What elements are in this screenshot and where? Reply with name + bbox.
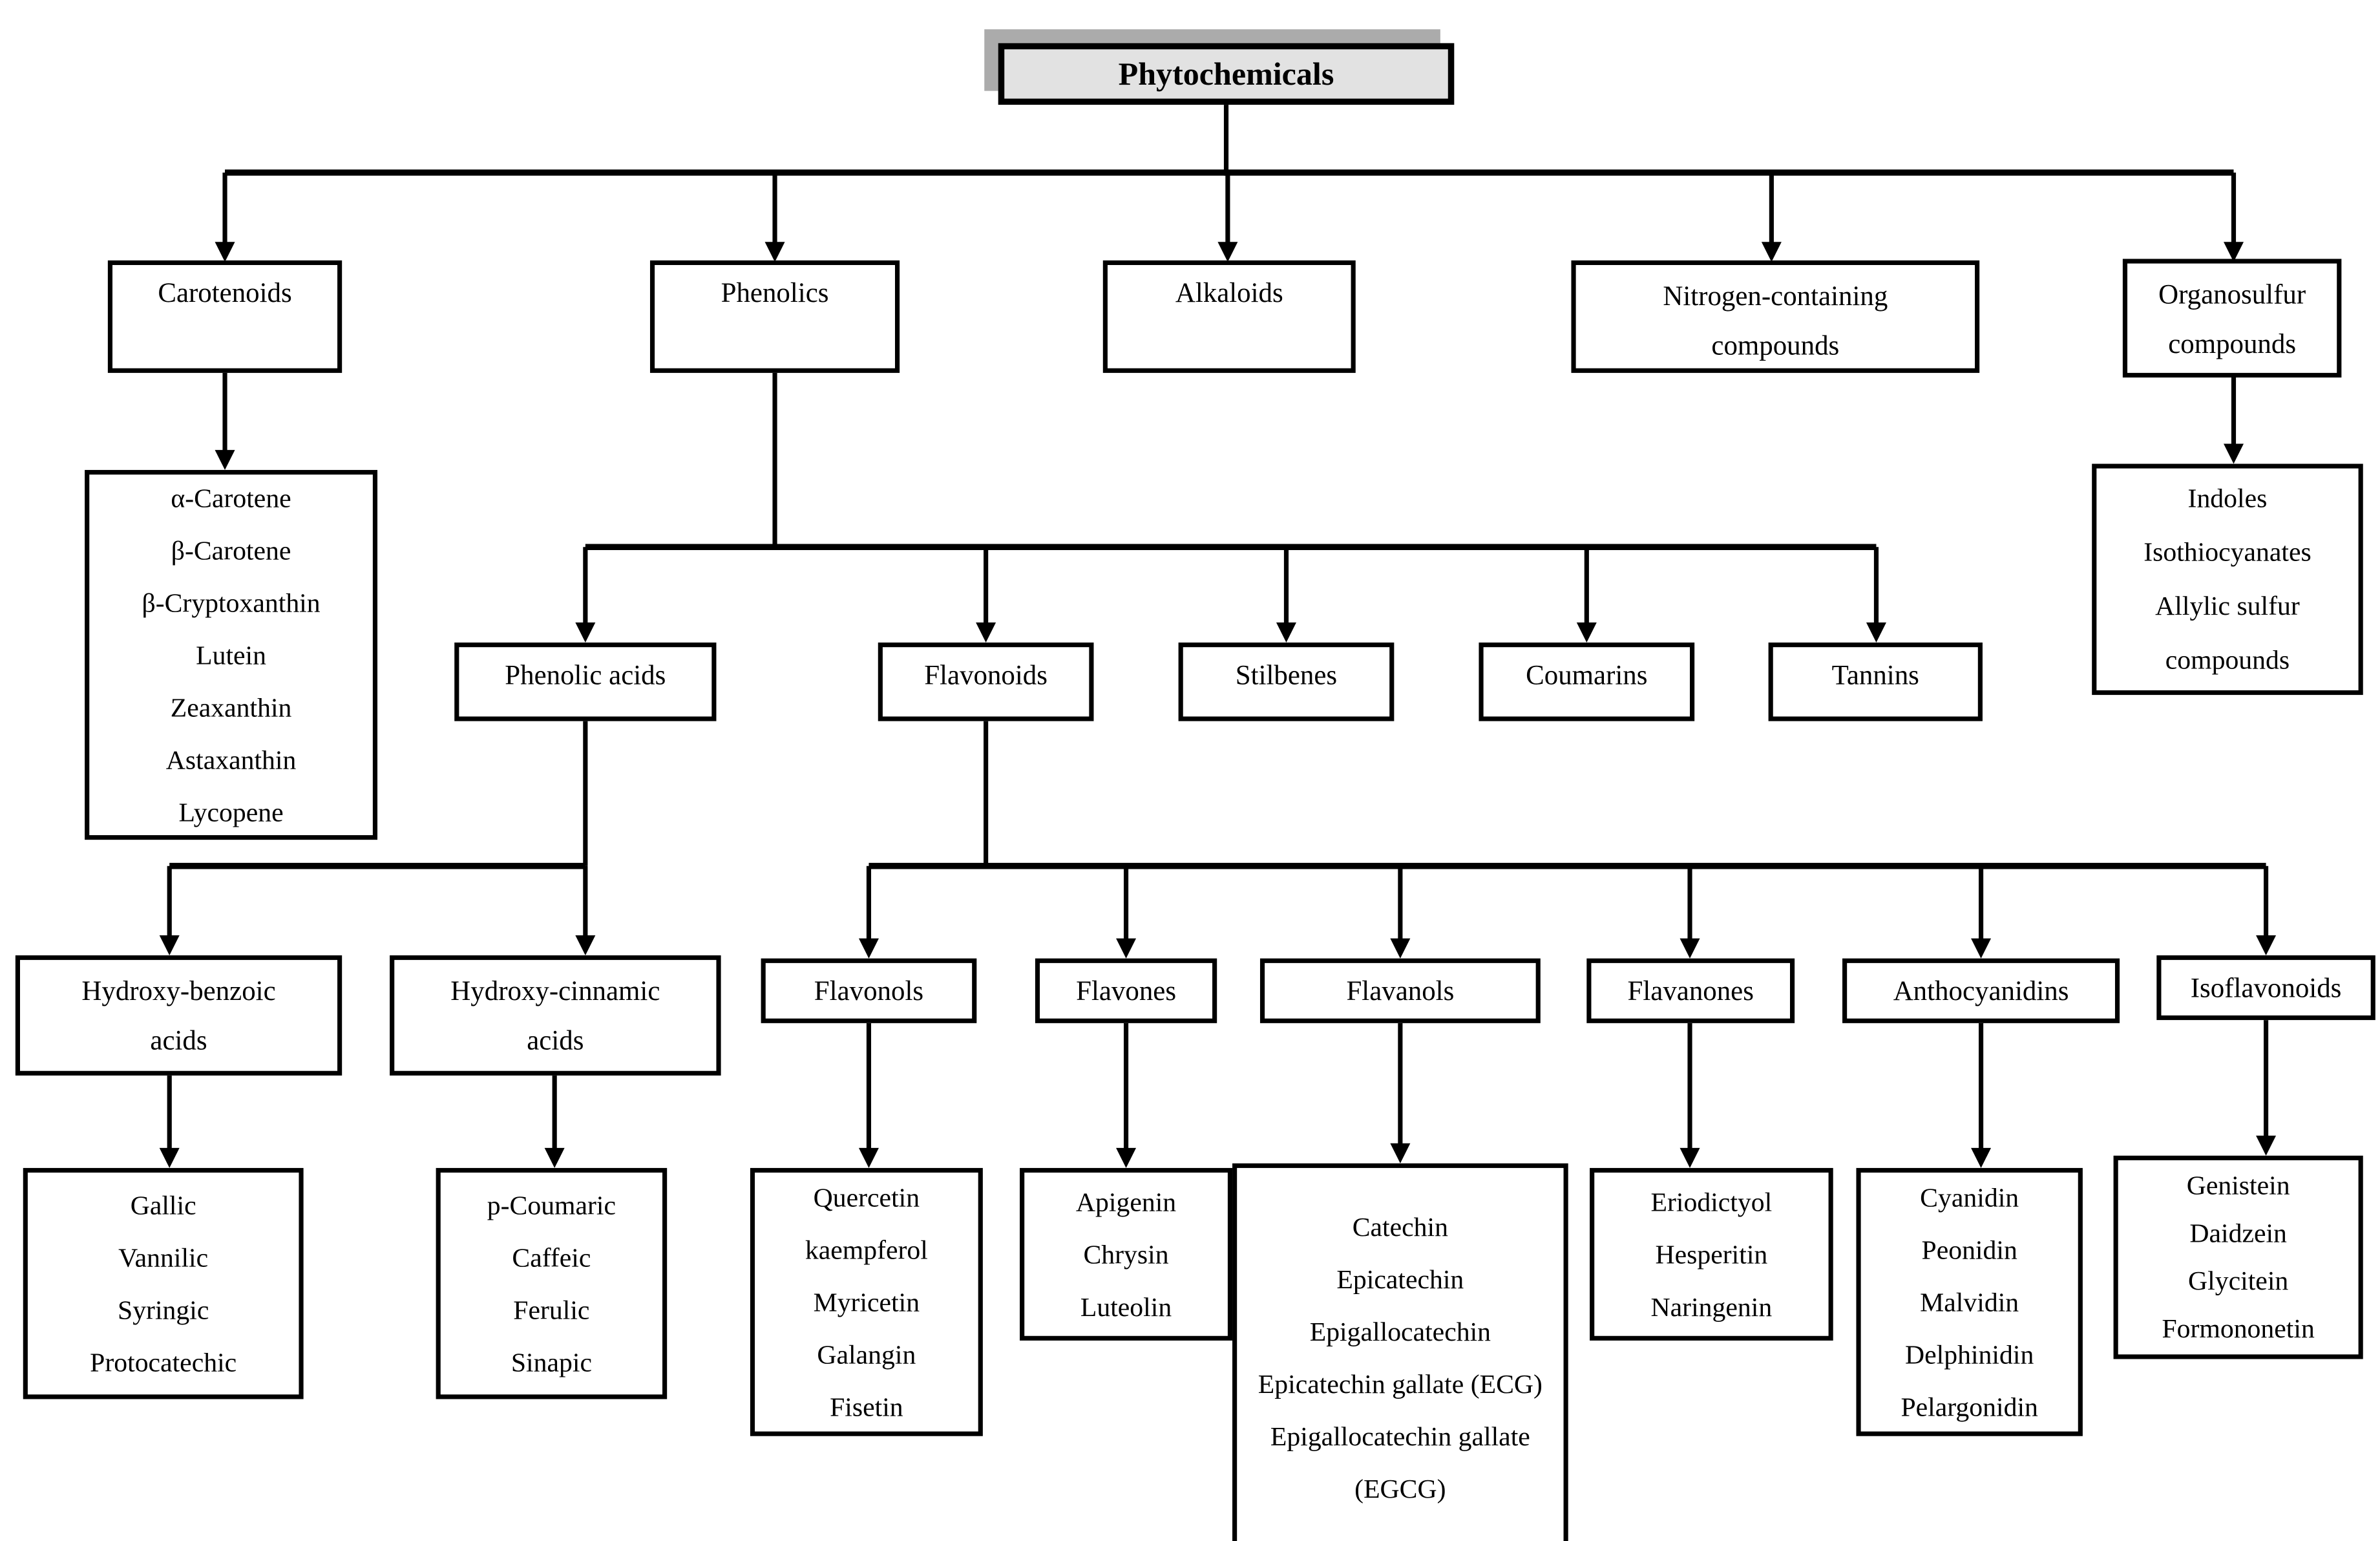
list-item: Allylic sulfur compounds xyxy=(2155,590,2300,675)
root-node-phytochemicals: Phytochemicals xyxy=(998,43,1455,105)
list-item: Glycitein xyxy=(2188,1265,2289,1296)
node-anthocyanidins: Anthocyanidins xyxy=(1842,958,2120,1023)
list-item: Astaxanthin xyxy=(165,744,297,776)
list-item: Eriodictyol xyxy=(1650,1186,1773,1218)
node-isoflavonoids: Isoflavonoids xyxy=(2156,955,2375,1021)
list-item: Epicatechin gallate (ECG) xyxy=(1258,1368,1543,1399)
list-item: α-Carotene xyxy=(171,482,291,513)
node-flavanols: Flavanols xyxy=(1259,958,1541,1023)
list-item: Caffeic xyxy=(512,1242,591,1273)
list-item: Pelargonidin xyxy=(1901,1391,2038,1423)
list-item: β-Cryptoxanthin xyxy=(142,587,321,618)
node-phenolic-acids: Phenolic acids xyxy=(454,643,717,721)
node-flavanones: Flavanones xyxy=(1586,958,1795,1023)
list-item: Peonidin xyxy=(1921,1234,2017,1266)
list-item: Syringic xyxy=(117,1294,209,1326)
node-hydroxy-benzoic-acids: Hydroxy-benzoic acids xyxy=(15,955,342,1076)
list-item: Epigallocatechin xyxy=(1309,1315,1491,1347)
list-item: Delphinidin xyxy=(1905,1339,2034,1370)
node-phenolics: Phenolics xyxy=(649,260,900,373)
node-coumarins: Coumarins xyxy=(1479,643,1695,721)
node-carotenoids: Carotenoids xyxy=(107,260,342,373)
list-item: Sinapic xyxy=(511,1346,592,1378)
node-stilbenes: Stilbenes xyxy=(1178,643,1395,721)
list-item: Lycopene xyxy=(178,796,284,828)
list-item: Indoles xyxy=(2187,482,2268,513)
node-flavones: Flavones xyxy=(1035,958,1217,1023)
list-item: Protocatechic xyxy=(90,1346,237,1378)
node-tannins: Tannins xyxy=(1768,643,1983,721)
list-item: kaempferol xyxy=(805,1234,928,1266)
node-flavonols: Flavonols xyxy=(761,958,977,1023)
list-item: Galangin xyxy=(817,1339,916,1370)
list-item: Epicatechin xyxy=(1336,1263,1464,1295)
list-item: Gallic xyxy=(130,1189,196,1220)
list-item: Naringenin xyxy=(1650,1291,1773,1323)
node-alkaloids: Alkaloids xyxy=(1102,260,1356,373)
list-item: Epigallocatechin gallate (EGCG) xyxy=(1270,1420,1530,1504)
node-nitrogen-containing-compounds: Nitrogen-containing compounds xyxy=(1571,260,1980,373)
list-item: Hesperitin xyxy=(1655,1238,1768,1270)
list-item: Daidzein xyxy=(2189,1217,2287,1248)
list-item: Chrysin xyxy=(1083,1238,1169,1270)
list-item: Luteolin xyxy=(1080,1291,1172,1323)
list-item: Vannilic xyxy=(118,1242,209,1273)
list-item: Quercetin xyxy=(813,1182,920,1213)
list-item: Ferulic xyxy=(513,1294,590,1326)
list-item: Formononetin xyxy=(2162,1312,2315,1344)
list-item: Genistein xyxy=(2186,1169,2290,1200)
diagram-title: Phytochemicals xyxy=(1118,55,1334,92)
list-item: Cyanidin xyxy=(1920,1182,2019,1213)
list-item: Apigenin xyxy=(1075,1186,1177,1218)
list-item: Fisetin xyxy=(830,1391,903,1423)
node-hydroxy-cinnamic-acids: Hydroxy-cinnamic acids xyxy=(390,955,721,1076)
list-item: Zeaxanthin xyxy=(170,692,292,723)
list-item: p-Coumaric xyxy=(487,1189,616,1220)
list-item: Isothiocyanates xyxy=(2143,536,2312,568)
list-item: Myricetin xyxy=(813,1286,920,1318)
node-organosulfur-compounds: Organosulfur compounds xyxy=(2122,259,2342,378)
node-flavonoids: Flavonoids xyxy=(878,643,1094,721)
list-item: Catechin xyxy=(1352,1211,1448,1242)
list-item: Malvidin xyxy=(1920,1286,2019,1318)
list-item: Lutein xyxy=(196,639,267,670)
list-item: β-Carotene xyxy=(171,535,291,566)
